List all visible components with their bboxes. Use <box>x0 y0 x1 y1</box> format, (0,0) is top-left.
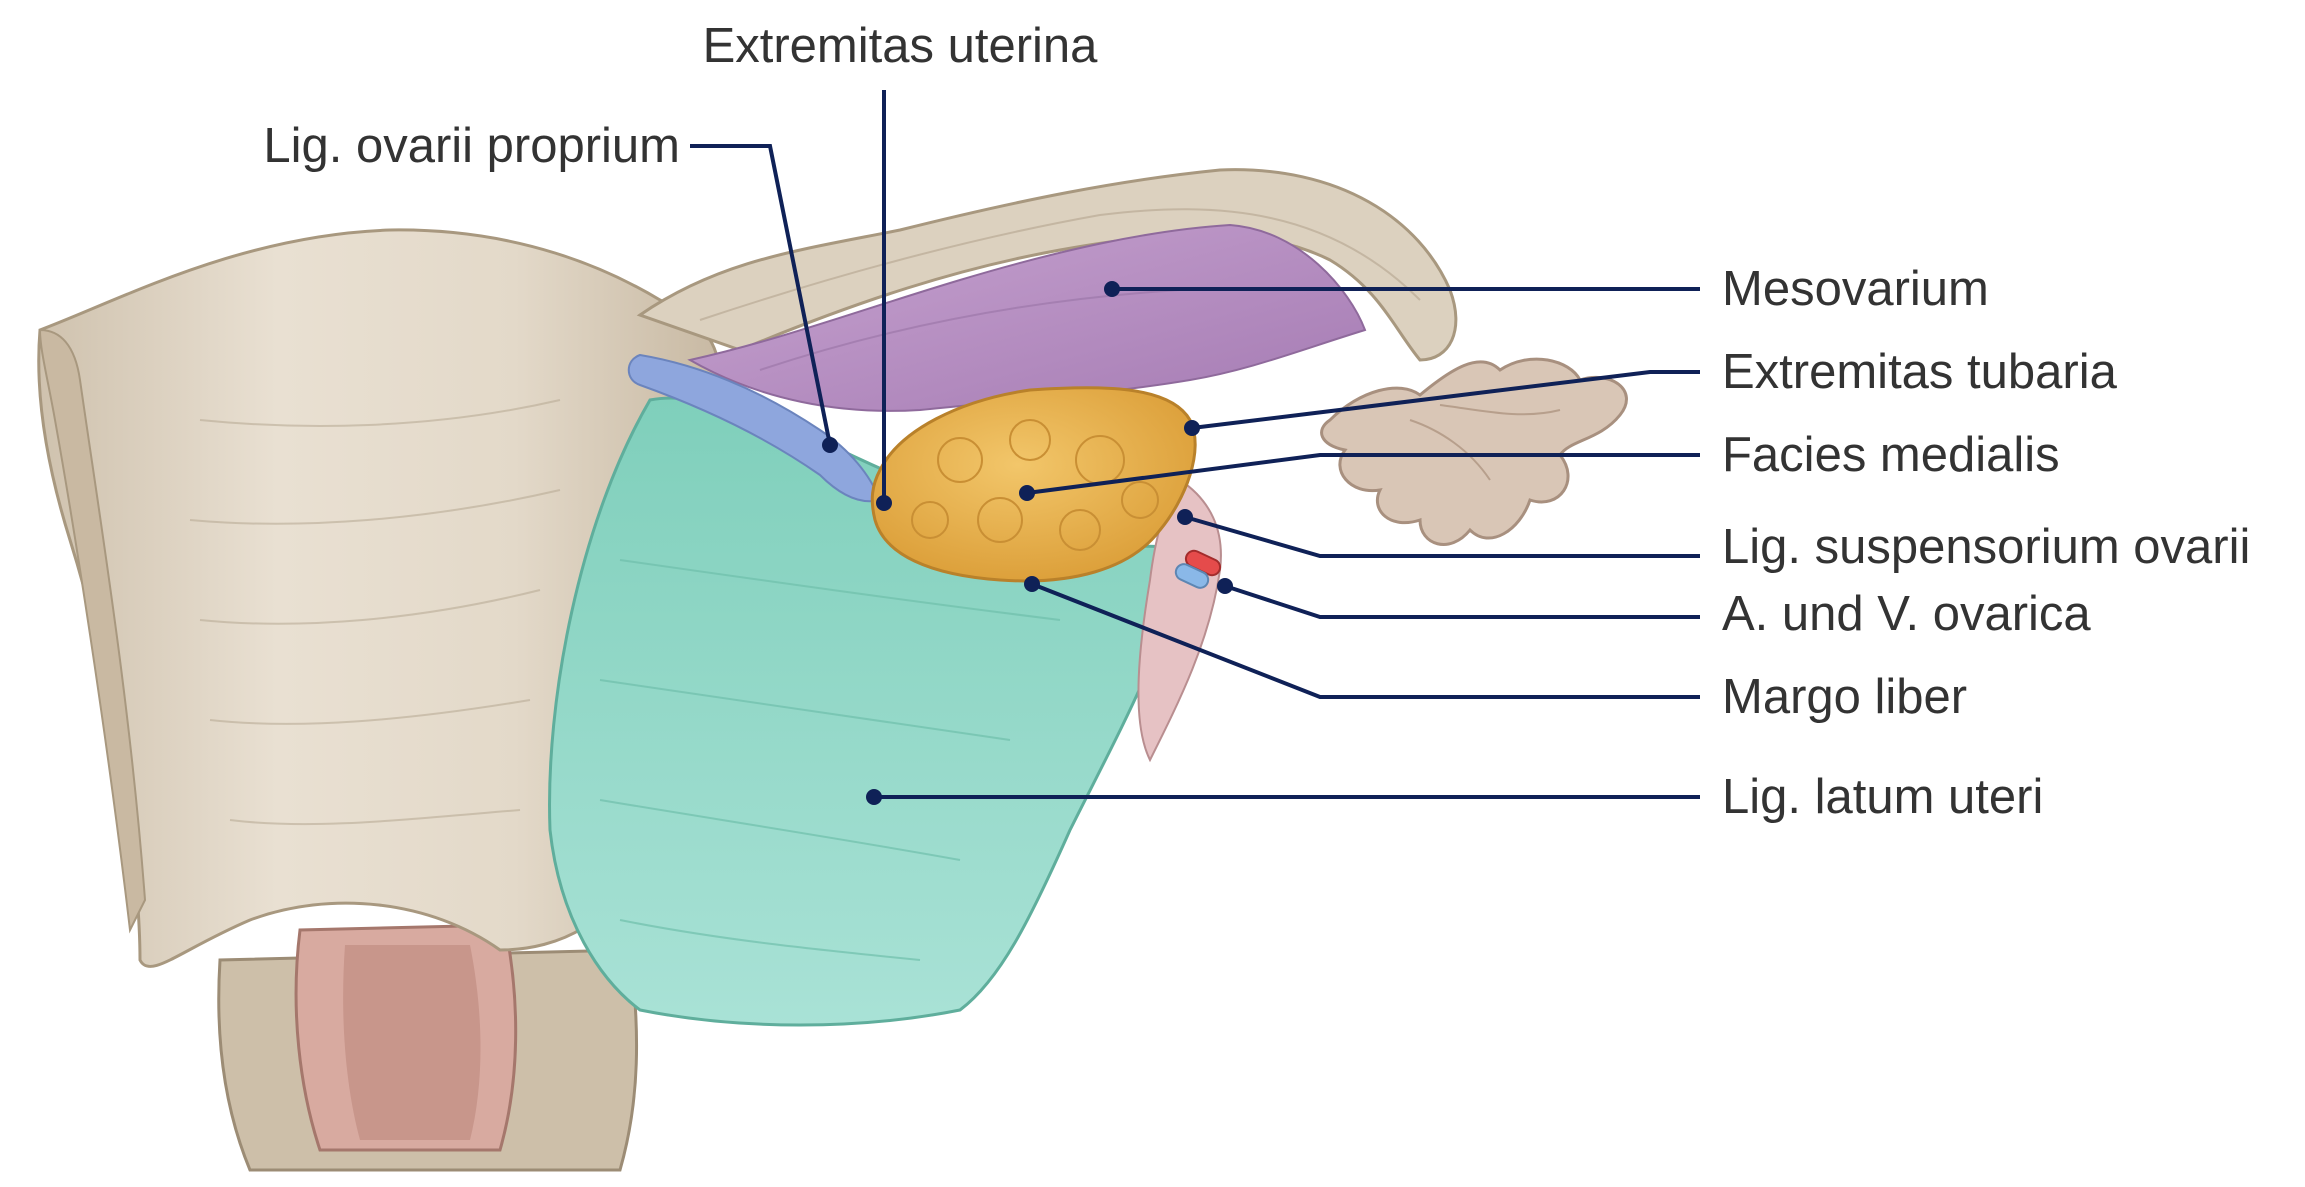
ovary <box>870 386 1197 583</box>
uterine-tube <box>636 168 1458 362</box>
pointer-margo-liber <box>1024 576 1040 592</box>
label-lig-ovarii-proprium: Lig. ovarii proprium <box>263 119 680 173</box>
vagina-stump <box>217 923 639 1172</box>
fimbriae <box>1320 357 1628 546</box>
label-a-und-v-ovarica: A. und V. ovarica <box>1722 587 2091 641</box>
pointer-mesovarium <box>1104 281 1120 297</box>
leader-facies-medialis <box>1026 453 1700 495</box>
ovarian-ligament <box>627 353 882 503</box>
pointer-lig-latum-uteri <box>866 789 882 805</box>
pointer-extremitas-tubaria <box>1184 420 1200 436</box>
leader-lines <box>690 90 1700 805</box>
label-extremitas-tubaria: Extremitas tubaria <box>1722 345 2118 399</box>
leader-margo-liber <box>1031 582 1700 699</box>
label-lig-suspensorium-ovarii: Lig. suspensorium ovarii <box>1722 520 2250 574</box>
pointer-facies-medialis <box>1019 485 1035 501</box>
label-facies-medialis: Facies medialis <box>1722 428 2060 482</box>
label-margo-liber: Margo liber <box>1722 670 1967 724</box>
leader-lig-suspensorium-ovarii <box>1184 515 1700 558</box>
leader-a-und-v-ovarica <box>1224 584 1700 619</box>
label-mesovarium: Mesovarium <box>1722 262 1989 316</box>
pointer-extremitas-uterina <box>876 495 892 511</box>
pointer-lig-suspensorium-ovarii <box>1177 509 1193 525</box>
suspensory-ligament <box>1137 478 1222 763</box>
label-extremitas-uterina: Extremitas uterina <box>703 19 1099 73</box>
pointer-a-und-v-ovarica <box>1217 578 1233 594</box>
illustration <box>37 168 1628 1172</box>
ovarian-vein <box>1174 563 1210 589</box>
ovarian-vessels <box>1174 549 1222 589</box>
leader-lig-ovarii-proprium <box>690 144 832 446</box>
labels: Extremitas uterina Lig. ovarii proprium … <box>263 19 2250 824</box>
pointer-lig-ovarii-proprium <box>822 437 838 453</box>
leader-extremitas-tubaria <box>1191 370 1700 430</box>
label-lig-latum-uteri: Lig. latum uteri <box>1722 770 2043 824</box>
